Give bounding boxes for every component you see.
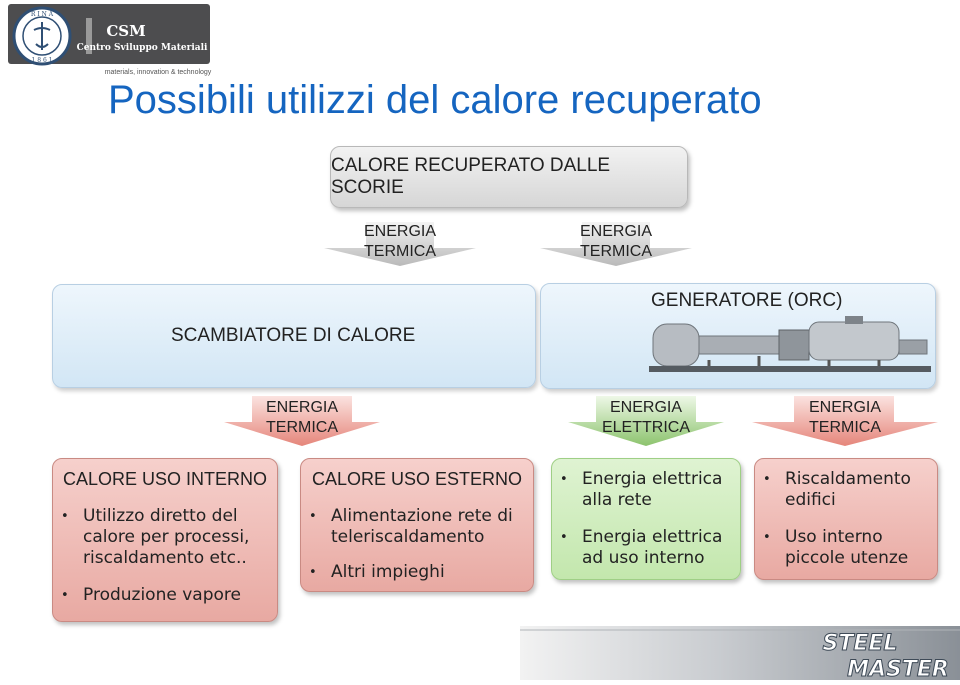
card-2-heading: CALORE USO ESTERNO xyxy=(311,469,523,489)
csm-subtitle: Centro Sviluppo Materiali xyxy=(77,43,208,53)
arrow-top-left-line2: TERMICA xyxy=(364,243,436,260)
card-2-item-1: Alimentazione rete di teleriscaldamento xyxy=(301,506,533,548)
card-1-item-2: Produzione vapore xyxy=(53,585,277,606)
card-4-item-1: Riscaldamento edifici xyxy=(755,469,937,511)
card-4-item-2: Uso interno piccole utenze xyxy=(755,527,937,569)
steel-logo-text: STEEL xyxy=(823,631,898,656)
csm-tagline: materials, innovation & technology xyxy=(105,69,212,76)
heat-source-label: CALORE RECUPERATO DALLE SCORIE xyxy=(331,155,611,198)
arrow-top-left-line1: ENERGIA xyxy=(363,223,436,240)
arrow-bottom-2-line2: ELETTRICA xyxy=(601,419,690,436)
steel-master-banner: STEEL MASTER xyxy=(520,626,960,683)
arrow-bottom-1-line2: TERMICA xyxy=(266,419,338,436)
arrow-bottom-1-line1: ENERGIA xyxy=(265,399,338,416)
arrow-top-right: ENERGIA TERMICA xyxy=(538,218,694,268)
arrow-top-left: ENERGIA TERMICA xyxy=(322,218,478,268)
arrow-bottom-2-line1: ENERGIA xyxy=(609,399,682,416)
card-riscaldamento: Riscaldamento edifici Uso interno piccol… xyxy=(754,458,938,580)
orc-generator-label: GENERATORE (ORC) xyxy=(651,290,843,311)
rina-year: 1 8 6 1 xyxy=(32,57,53,64)
arrow-bottom-3-line1: ENERGIA xyxy=(808,399,881,416)
heat-exchanger-label: SCAMBIATORE DI CALORE xyxy=(171,325,416,346)
arrow-top-right-line1: ENERGIA xyxy=(579,223,652,240)
card-1-item-1: Utilizzo diretto del calore per processi… xyxy=(53,506,277,569)
orc-machine-image xyxy=(649,316,931,372)
arrow-bottom-termica-1: ENERGIA TERMICA xyxy=(222,392,382,448)
csm-rina-logo: R I N A 1 8 6 1 CSM Centro Sviluppo Mate… xyxy=(8,4,218,76)
card-calore-uso-interno: CALORE USO INTERNO Utilizzo diretto del … xyxy=(52,458,278,622)
card-3-item-1: Energia elettrica alla rete xyxy=(552,469,740,511)
card-calore-uso-esterno: CALORE USO ESTERNO Alimentazione rete di… xyxy=(300,458,534,592)
arrow-top-right-line2: TERMICA xyxy=(580,243,652,260)
card-1-heading: CALORE USO INTERNO xyxy=(62,469,268,489)
orc-generator-box: GENERATORE (ORC) xyxy=(540,283,936,389)
card-4-list: Riscaldamento edifici Uso interno piccol… xyxy=(755,469,937,569)
card-3-list: Energia elettrica alla rete Energia elet… xyxy=(552,469,740,569)
card-energia-elettrica: Energia elettrica alla rete Energia elet… xyxy=(551,458,741,580)
csm-name: CSM xyxy=(106,22,145,40)
heat-exchanger-box: SCAMBIATORE DI CALORE xyxy=(52,284,536,388)
card-2-item-2: Altri impieghi xyxy=(301,562,533,583)
heat-source-box: CALORE RECUPERATO DALLE SCORIE xyxy=(330,146,688,208)
page-title: Possibili utilizzi del calore recuperato xyxy=(108,78,762,122)
master-logo-text: MASTER xyxy=(847,657,949,680)
arrow-bottom-termica-2: ENERGIA TERMICA xyxy=(750,392,940,448)
card-2-list: Alimentazione rete di teleriscaldamento … xyxy=(301,506,533,583)
rina-seal-text: R I N A xyxy=(31,11,54,18)
arrow-bottom-elettrica: ENERGIA ELETTRICA xyxy=(566,392,726,448)
card-1-list: Utilizzo diretto del calore per processi… xyxy=(53,506,277,606)
card-3-item-2: Energia elettrica ad uso interno xyxy=(552,527,740,569)
arrow-bottom-3-line2: TERMICA xyxy=(809,419,881,436)
